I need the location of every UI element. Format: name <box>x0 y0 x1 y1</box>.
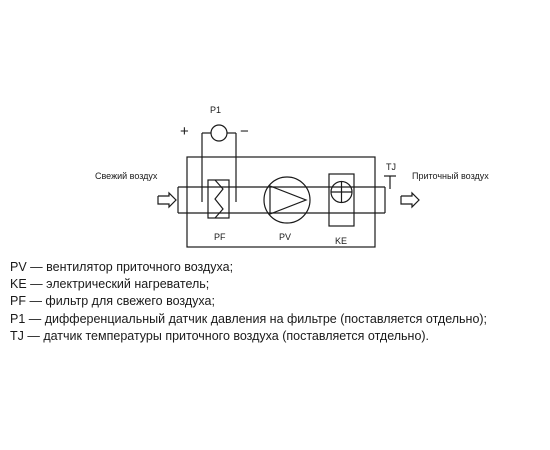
supply-air-label: Приточный воздух <box>412 171 489 181</box>
legend-pf: PF — фильтр для свежего воздуха; <box>10 294 215 309</box>
filter-zigzag <box>214 179 224 219</box>
outlet-arrow <box>400 191 420 209</box>
filter-box <box>207 179 230 219</box>
legend-pv: PV — вентилятор приточного воздуха; <box>10 260 234 274</box>
plus-label: + <box>180 123 189 140</box>
ke-label: KE <box>335 236 347 246</box>
fan-circle <box>263 176 311 224</box>
inlet-arrow <box>157 191 177 209</box>
fan-triangle <box>269 185 308 215</box>
heater-box <box>328 173 355 227</box>
fresh-air-label: Свежий воздух <box>95 171 158 181</box>
pv-label: PV <box>279 232 291 242</box>
p1-label: P1 <box>210 105 221 115</box>
legend-tj: TJ — датчик температуры приточного возду… <box>10 328 430 343</box>
legend-ke: KE — электрический нагреватель; <box>10 277 210 292</box>
pf-label: PF <box>214 232 226 242</box>
tj-label: TJ <box>386 162 396 172</box>
p1-sensor-circle <box>210 124 228 142</box>
minus-label: − <box>240 123 249 140</box>
legend: PV — вентилятор приточного воздуха; KE —… <box>10 259 540 345</box>
legend-p1: P1 — дифференциальный датчик давления на… <box>10 311 488 326</box>
unit-housing <box>186 156 376 248</box>
